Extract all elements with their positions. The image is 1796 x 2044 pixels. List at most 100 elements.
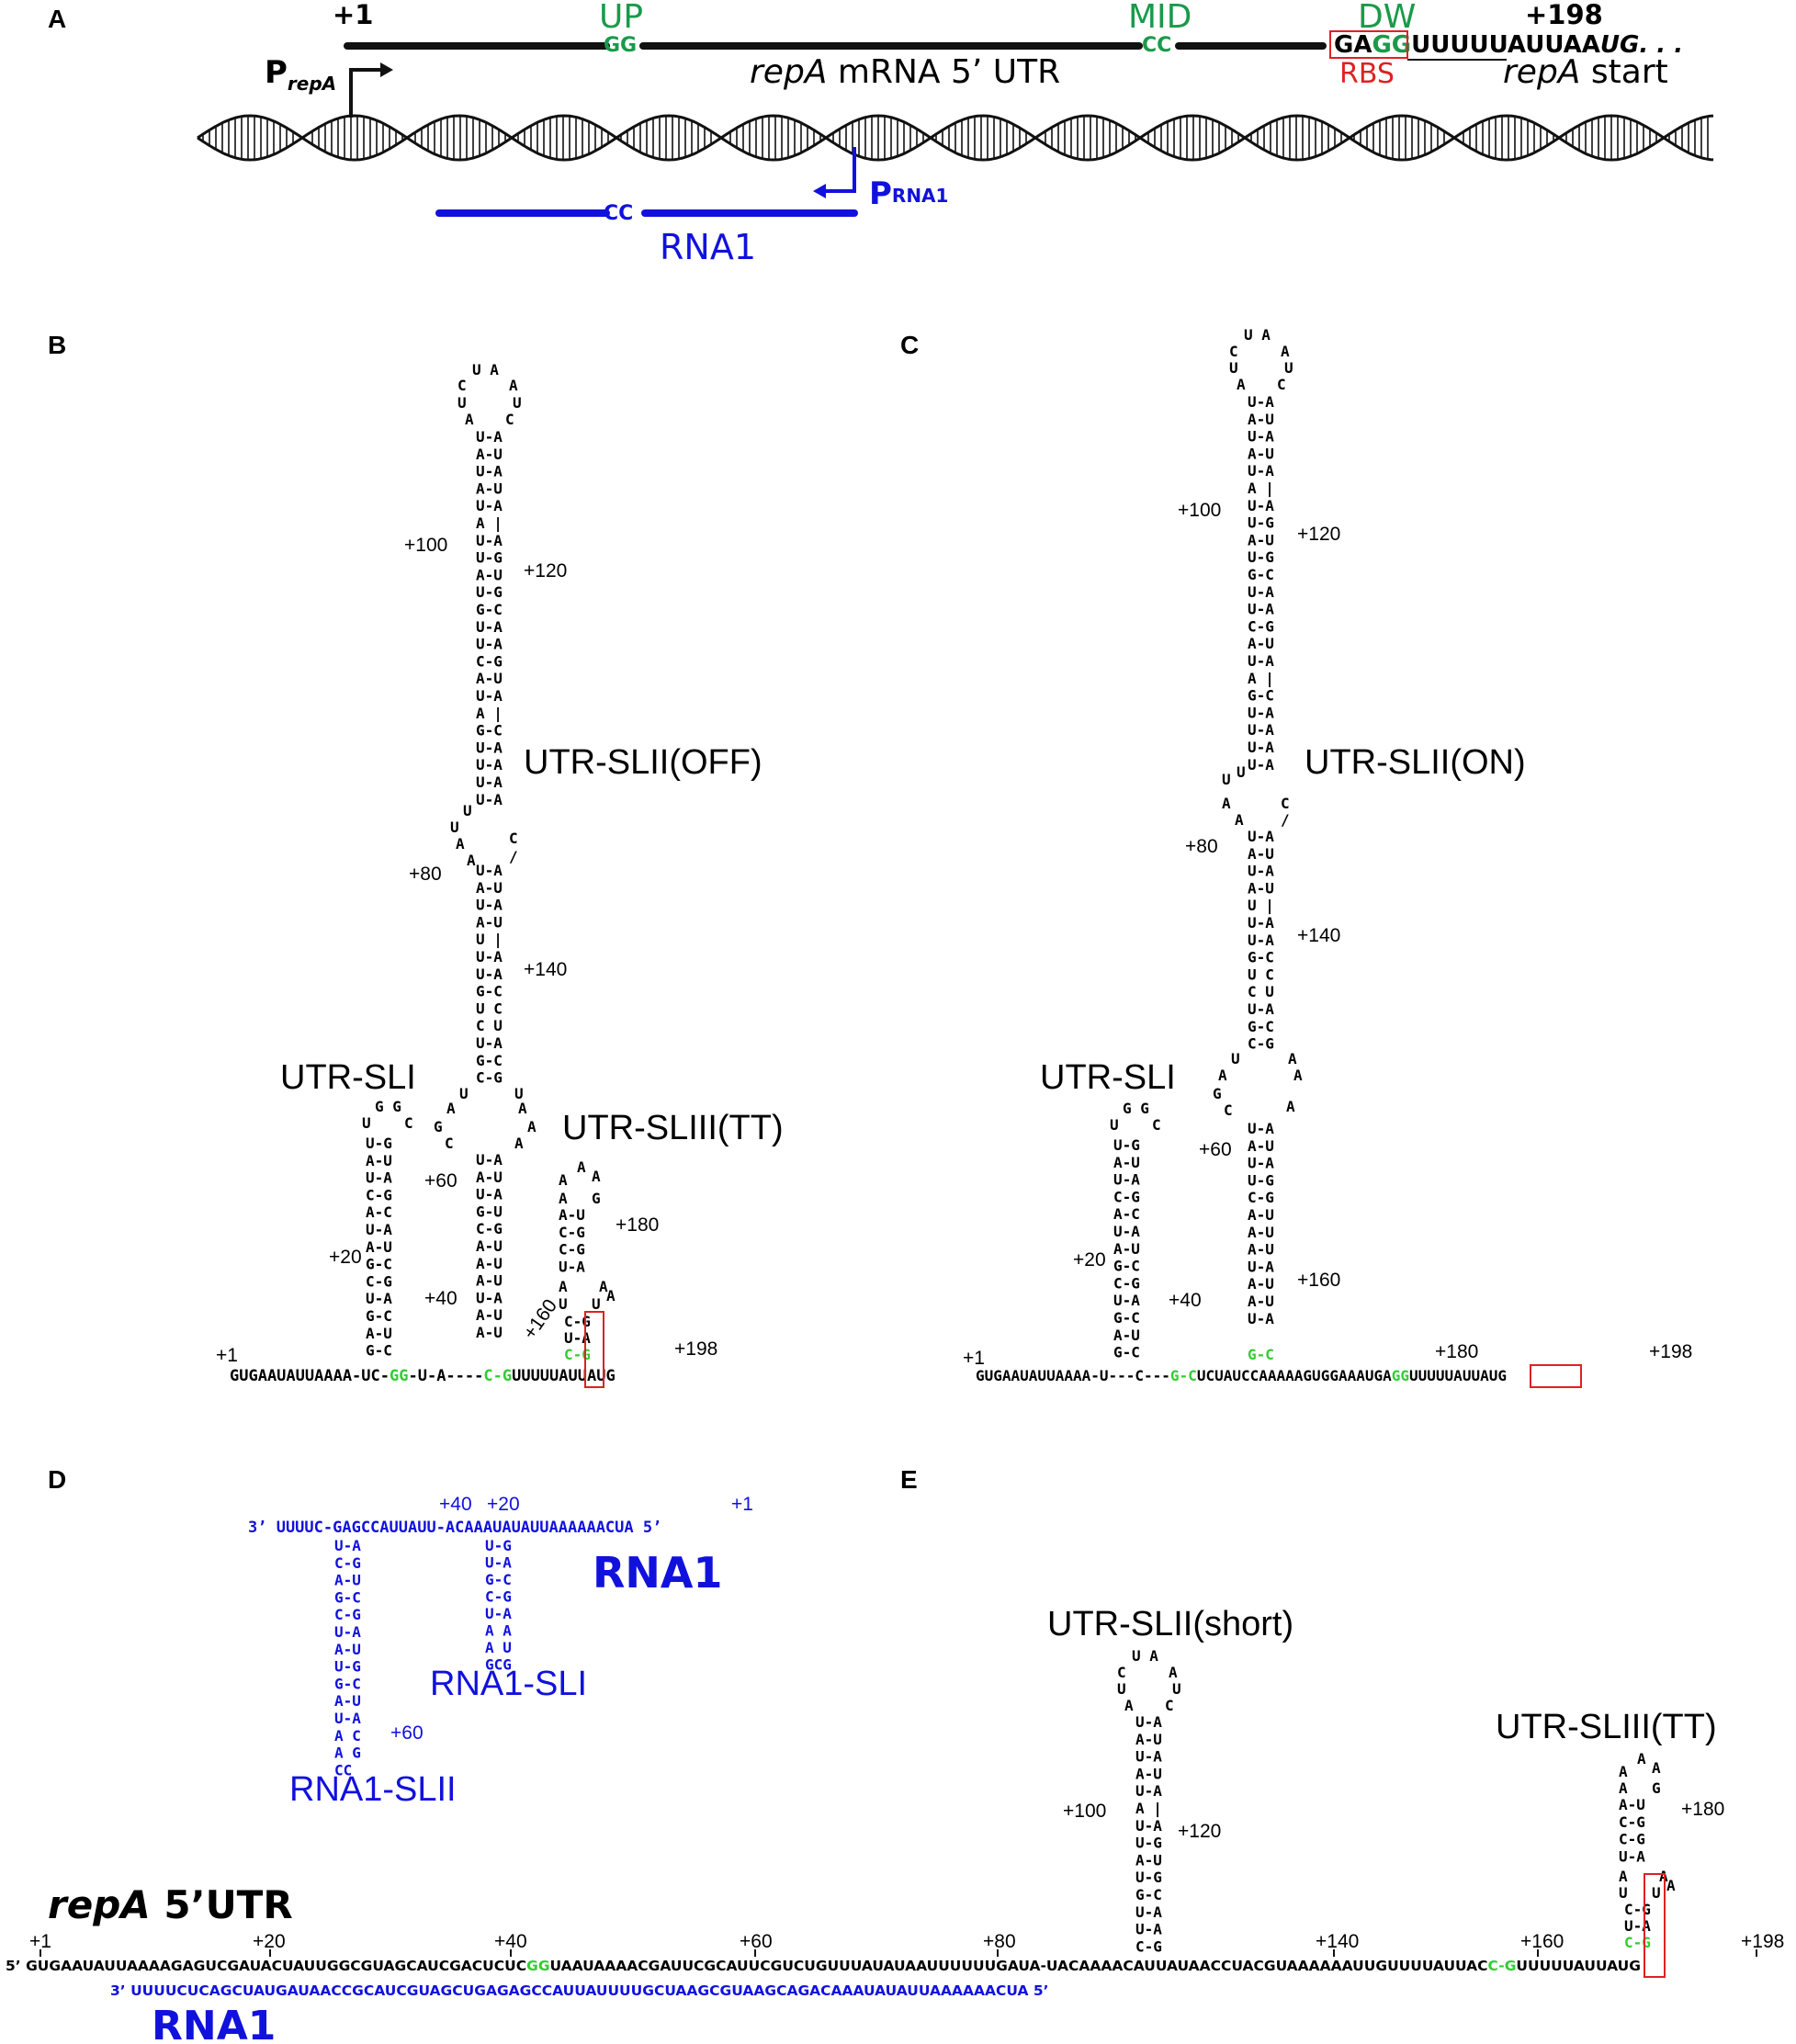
- structure-text: A: [1237, 376, 1246, 393]
- prna1-label: PRNA1: [869, 175, 948, 212]
- structure-text: U: [1117, 1680, 1126, 1698]
- structure-text: A-U: [1248, 635, 1274, 652]
- structure-text: A: [559, 1190, 568, 1207]
- structure-text: U: [1284, 359, 1293, 377]
- structure-text: C-G: [366, 1272, 392, 1290]
- structure-text: U-A: [476, 1186, 503, 1203]
- structure-text: A-U: [1248, 1293, 1274, 1310]
- structure-text: A: [559, 1278, 568, 1295]
- panel-b-pos-198: +198: [674, 1338, 717, 1360]
- structure-text: A: [606, 1287, 616, 1304]
- structure-text: A-U: [1248, 411, 1274, 428]
- structure-text: U-A: [1248, 1000, 1274, 1018]
- structure-text: G G: [1123, 1100, 1149, 1117]
- structure-text: A-U: [476, 480, 503, 497]
- structure-text: U: [450, 819, 459, 836]
- structure-text: A |: [1135, 1800, 1162, 1818]
- structure-text: G: [592, 1190, 601, 1207]
- structure-text: /: [509, 848, 518, 865]
- structure-text: A-U: [1248, 531, 1274, 548]
- structure-text: C: [1165, 1697, 1174, 1714]
- panel-e-pos-100: +100: [1063, 1801, 1106, 1822]
- structure-text: A-C: [1113, 1205, 1140, 1223]
- structure-text: C-G: [1248, 1189, 1274, 1206]
- structure-text: A |: [1248, 480, 1274, 498]
- structure-text: A-U: [476, 1306, 503, 1324]
- panel-c-rbs-box: [1530, 1364, 1582, 1388]
- structure-text: U-A: [1248, 704, 1274, 721]
- structure-text: U-G: [1248, 514, 1274, 532]
- structure-text: U-A: [1135, 1748, 1162, 1766]
- panel-d-rna1-sequence: 3’ UUUUC-GAGCCAUUAUU-ACAAAUAUAUUAAAAAACU…: [248, 1519, 661, 1537]
- structure-text: U: [1652, 1884, 1661, 1902]
- structure-text: G G: [375, 1098, 401, 1115]
- structure-text: A-C: [366, 1203, 392, 1221]
- structure-text: A-U: [1135, 1765, 1162, 1782]
- structure-text: A-U: [1113, 1240, 1140, 1258]
- structure-text: G-C: [1248, 1346, 1274, 1363]
- panel-b-base-sequence: GUGAAUAUUAAAA-UC-GG-U-A----C-GUUUUUAUUAU…: [230, 1367, 616, 1385]
- structure-text: C-G: [476, 652, 503, 670]
- structure-text: U-A: [559, 1258, 585, 1275]
- structure-text: A: [467, 852, 476, 869]
- structure-text: U-A: [485, 1554, 512, 1572]
- structure-text: G-C: [334, 1588, 361, 1606]
- structure-text: U: [1619, 1884, 1628, 1902]
- structure-text: U C: [476, 999, 503, 1017]
- structure-text: G-C: [485, 1571, 512, 1588]
- structure-text: U-A: [1113, 1292, 1140, 1309]
- structure-text: U-A: [1248, 652, 1274, 670]
- structure-text: A-U: [1248, 1206, 1274, 1224]
- structure-text: A-U: [1248, 1224, 1274, 1241]
- structure-text: CC: [334, 1761, 352, 1779]
- structure-text: A-U: [1248, 1137, 1274, 1155]
- structure-text: A: [509, 377, 518, 394]
- structure-text: U-G: [1113, 1136, 1140, 1154]
- structure-text: A-U: [476, 913, 503, 931]
- panel-b-pos-100: +100: [404, 535, 447, 556]
- structure-text: A U: [485, 1639, 512, 1656]
- structure-text: GCG: [485, 1656, 512, 1674]
- structure-text: A-U: [476, 446, 503, 463]
- structure-text: U-A: [334, 1623, 361, 1641]
- helix-strand: [197, 114, 1714, 162]
- prepa-arrowhead: [380, 62, 393, 77]
- structure-text: U: [559, 1295, 568, 1313]
- prna1-arrowhead: [813, 184, 826, 198]
- panel-c-pos-40: +40: [1169, 1290, 1202, 1311]
- structure-text: A G: [334, 1745, 361, 1762]
- panel-c-pos-140: +140: [1297, 925, 1340, 946]
- structure-text: A-U: [476, 1324, 503, 1341]
- structure-text: U-A: [476, 948, 503, 966]
- structure-text: C-G: [366, 1186, 392, 1203]
- panel-b-pos-120: +120: [524, 560, 567, 582]
- structure-text: A C: [334, 1727, 361, 1745]
- structure-text: G-C: [1248, 566, 1274, 583]
- structure-text: A-U: [1113, 1327, 1140, 1344]
- structure-text: G-C: [476, 722, 503, 740]
- structure-text: U: [513, 394, 522, 412]
- structure-text: G-C: [476, 1052, 503, 1069]
- structure-text: C-G: [1619, 1831, 1645, 1848]
- structure-text: U-A: [1135, 1903, 1162, 1921]
- structure-text: A-U: [334, 1641, 361, 1658]
- structure-text: C-G: [1619, 1813, 1645, 1831]
- panel-b-pos-20: +20: [329, 1247, 362, 1268]
- structure-text: G-C: [366, 1307, 392, 1325]
- structure-text: U C: [1248, 966, 1274, 983]
- structure-text: U-A: [1248, 1155, 1274, 1172]
- structure-text: A-U: [1248, 1241, 1274, 1259]
- panel-b-pos-1: +1: [216, 1345, 238, 1366]
- structure-text: U-G: [476, 549, 503, 567]
- structure-text: C-G: [564, 1346, 591, 1363]
- panel-c-pos-20: +20: [1073, 1249, 1106, 1270]
- panel-label-a: A: [48, 5, 66, 33]
- structure-text: U |: [476, 931, 503, 949]
- structure-text: G-C: [476, 983, 503, 1000]
- structure-text: A: [1288, 1050, 1297, 1067]
- bottom-pos-20: +20: [253, 1931, 286, 1952]
- panel-b-sli-label: UTR-SLI: [280, 1058, 416, 1097]
- structure-text: A |: [1248, 670, 1274, 688]
